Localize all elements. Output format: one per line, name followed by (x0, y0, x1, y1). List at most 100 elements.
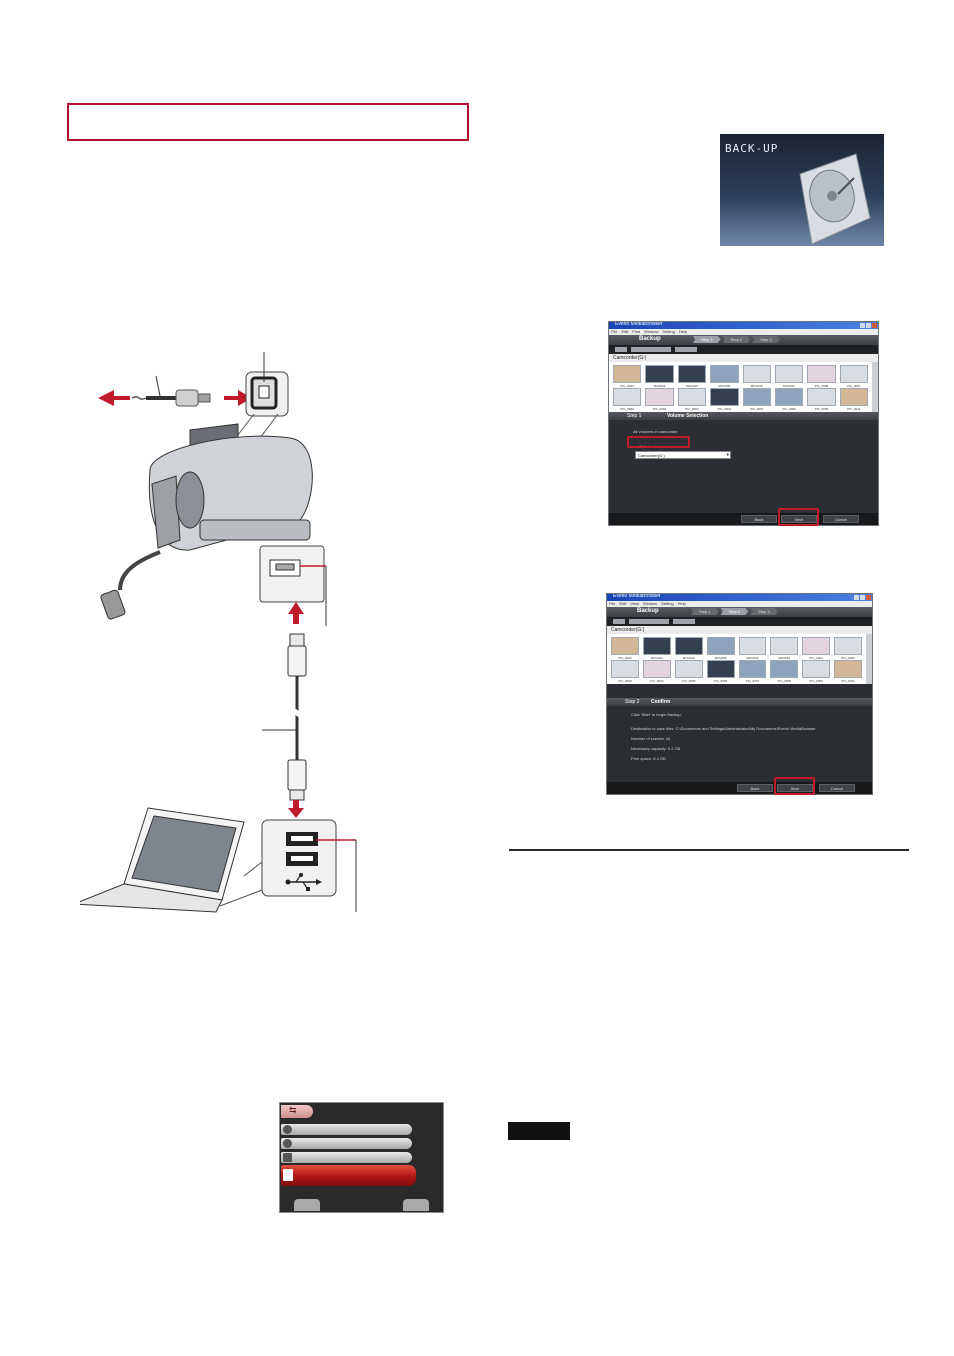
thumbnail[interactable]: MOV014 (770, 637, 799, 660)
next-button[interactable]: Next (781, 515, 817, 523)
menu-view[interactable]: View (630, 601, 639, 606)
lcd-softkey-right[interactable] (403, 1199, 429, 1211)
cancel-button[interactable]: Cancel (823, 515, 859, 523)
thumbnail[interactable]: PIC_0009 (802, 660, 831, 683)
radio-all-volumes[interactable]: All volumes in camcorder (633, 429, 678, 434)
thumbnail-grid: PIC_0002 MOV024 MOV010 MOV005 MOV015 MOV… (607, 634, 866, 684)
thumbnail[interactable]: PIC_0003 (677, 388, 707, 411)
volume-selection-panel: All volumes in camcorder Select volume C… (609, 420, 878, 513)
maximize-icon[interactable] (860, 595, 865, 600)
thumbnail[interactable]: PIC_0001 (802, 637, 831, 660)
thumbnail[interactable]: PIC_0004 (642, 660, 671, 683)
thumbnail[interactable]: PIC_0001 (839, 365, 868, 388)
view-toolbar (607, 617, 872, 626)
minimize-icon[interactable] (860, 323, 865, 328)
menu-setting[interactable]: Setting (662, 329, 675, 334)
confirm-destination: Destination to save files: C:\Documents … (631, 726, 816, 731)
menu-edit[interactable]: Edit (621, 329, 629, 334)
thumbnail[interactable]: PIC_0002 (645, 388, 674, 411)
thumbnail[interactable]: PIC_0005 (674, 660, 703, 683)
menu-edit[interactable]: Edit (619, 601, 627, 606)
lcd-menu-item-backup[interactable] (281, 1165, 416, 1186)
back-button[interactable]: Back (737, 784, 773, 792)
zoom-slider[interactable] (675, 347, 697, 352)
highlight-all-volumes (627, 436, 690, 448)
thumbnail[interactable]: MOV014 (774, 365, 804, 388)
view-mode-icon[interactable] (613, 619, 625, 624)
thumbnail[interactable]: PIC_0004 (710, 388, 739, 411)
window-titlebar: Everio MediaBrowser (609, 322, 878, 329)
lcd-menu-item[interactable] (281, 1152, 412, 1163)
volume-select[interactable]: Camcorder(G:) ▾ (635, 451, 731, 459)
note-badge (508, 1122, 570, 1140)
menu-file[interactable]: File (611, 329, 618, 334)
thumbnail[interactable]: MOV010 (677, 365, 707, 388)
thumbnail[interactable]: MOV024 (645, 365, 674, 388)
confirm-line-1: Click 'Start' to begin Backup. (631, 712, 682, 717)
thumbnail[interactable]: PIC_0006 (774, 388, 804, 411)
thumbnail[interactable]: PIC_0009 (613, 388, 642, 411)
back-button[interactable]: Back (741, 515, 777, 523)
backup-splash-title: BACK-UP (725, 142, 779, 155)
thumbnail[interactable]: MOV005 (710, 365, 739, 388)
lcd-menu-item[interactable] (281, 1124, 412, 1135)
thumbnail[interactable]: PIC_0013 (613, 365, 642, 388)
path-bar: Camcorder(G:) (607, 626, 872, 634)
cancel-button[interactable]: Cancel (819, 784, 855, 792)
lcd-softkey-left[interactable] (294, 1199, 320, 1211)
menu-find[interactable]: Find (632, 329, 641, 334)
menu-file[interactable]: File (609, 601, 616, 606)
menu-window[interactable]: Window (642, 601, 658, 606)
thumbnail[interactable]: PIC_0002 (611, 637, 639, 660)
menu-help[interactable]: Help (678, 329, 688, 334)
minimize-icon[interactable] (854, 595, 859, 600)
step-bar: Backup Step 1 Step 2 Step 3 (607, 607, 872, 617)
thumbnail-grid: PIC_0013 MOV024 MOV010 MOV005 MOV015 MOV… (609, 362, 872, 412)
thumbnail[interactable]: PIC_0003 (611, 660, 639, 683)
thumbnail[interactable]: PIC_0006 (706, 660, 735, 683)
thumbnail[interactable]: MOV024 (642, 637, 671, 660)
pc-usb-inset (219, 819, 357, 912)
thumbnail[interactable]: PIC_0005 (807, 388, 836, 411)
thumbnail[interactable]: MOV010 (674, 637, 703, 660)
step-3-tab: Step 3 (752, 336, 780, 343)
disc-icon (283, 1139, 292, 1148)
thumbnail[interactable]: MOV005 (706, 637, 735, 660)
lcd-menu-item[interactable] (281, 1138, 412, 1149)
scrollbar[interactable] (866, 634, 872, 684)
date-filter-bar[interactable] (631, 347, 671, 352)
view-mode-icon[interactable] (615, 347, 627, 352)
confirm-capacity: Necessary capacity: 6.2 GB (631, 746, 681, 751)
backup-icon (283, 1169, 293, 1181)
menu-setting[interactable]: Setting (661, 601, 674, 606)
step-3-tab: Step 3 (750, 608, 778, 615)
highlight-start-button (774, 777, 815, 795)
thumbnail[interactable]: PIC_0008 (807, 365, 836, 388)
thumbnail[interactable]: MOV015 (738, 637, 767, 660)
step-1-tab: Step 1 (691, 608, 719, 615)
zoom-slider[interactable] (673, 619, 695, 624)
menu-help[interactable]: Help (677, 601, 686, 606)
ac-adapter-cable (98, 375, 252, 407)
playback-icon (283, 1125, 292, 1134)
thumbnail[interactable]: PIC_0002 (834, 637, 862, 660)
chevron-down-icon: ▾ (726, 452, 729, 458)
mode-title: Backup (639, 336, 661, 342)
thumbnail[interactable]: PIC_0011 (839, 388, 868, 411)
thumbnail[interactable]: PIC_0008 (770, 660, 799, 683)
maximize-icon[interactable] (866, 323, 871, 328)
thumbnail[interactable]: MOV015 (742, 365, 771, 388)
camcorder-usb-inset (259, 545, 327, 626)
date-filter-bar[interactable] (629, 619, 669, 624)
step-1-tab: Step 1 (693, 336, 721, 343)
scrollbar[interactable] (872, 362, 878, 412)
menubar: File Edit Find Window Setting Help (609, 329, 878, 335)
menu-window[interactable]: Window (644, 329, 659, 334)
thumbnail[interactable]: PIC_0007 (742, 388, 771, 411)
software-screen-volume-selection: Everio MediaBrowser File Edit Find Windo… (608, 321, 879, 526)
thumbnail[interactable]: PIC_0007 (738, 660, 767, 683)
start-button[interactable]: Start (777, 784, 813, 792)
close-icon[interactable] (866, 595, 871, 600)
close-icon[interactable] (872, 323, 877, 328)
thumbnail[interactable]: PIC_0011 (834, 660, 862, 683)
